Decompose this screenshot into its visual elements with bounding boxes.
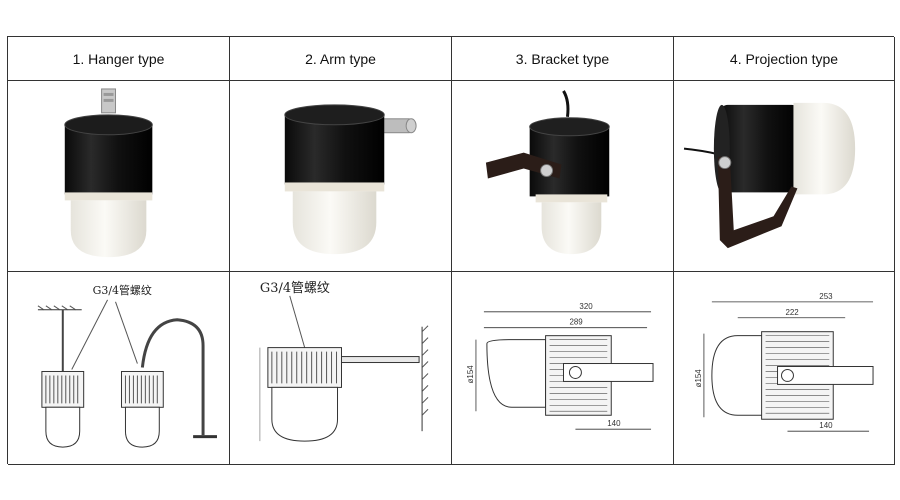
- lighting-types-table: 1. Hanger type 2. Arm type 3. Bracket ty…: [7, 36, 895, 465]
- dimension-total-length: 253: [819, 292, 833, 301]
- header-arm-type: 2. Arm type: [230, 37, 452, 81]
- arm-light-photo: [284, 104, 417, 255]
- dimension-body-length: 222: [785, 308, 799, 317]
- projection-technical-drawing: 253 222 ø154 140: [694, 292, 874, 432]
- thread-label: G3/4管螺纹: [260, 281, 330, 296]
- dimension-body-length: 289: [569, 318, 583, 327]
- bracket-light-photo: [485, 90, 610, 255]
- bracket-technical-drawing: 320 289 ø154 140: [466, 302, 654, 430]
- dimension-diameter: ø154: [466, 365, 475, 384]
- header-projection-type: 4. Projection type: [674, 37, 895, 81]
- dimension-mount-length: 140: [607, 419, 621, 428]
- photo-projection-type: [674, 81, 895, 272]
- arm-technical-drawing: G3/4管螺纹: [259, 281, 429, 442]
- drawing-hanger-type: G3/4管螺纹: [8, 272, 230, 465]
- dimension-diameter: ø154: [694, 369, 703, 388]
- dimension-total-length: 320: [579, 302, 593, 311]
- thread-label: G3/4管螺纹: [93, 283, 152, 297]
- drawing-arm-type: G3/4管螺纹: [230, 272, 452, 465]
- photo-arm-type: [230, 81, 452, 272]
- drawing-projection-type: 253 222 ø154 140: [674, 272, 895, 465]
- dimension-mount-length: 140: [819, 421, 833, 430]
- header-hanger-type: 1. Hanger type: [8, 37, 230, 81]
- drawing-bracket-type: 320 289 ø154 140: [452, 272, 674, 465]
- header-bracket-type: 3. Bracket type: [452, 37, 674, 81]
- projection-light-photo: [683, 102, 856, 249]
- photo-hanger-type: [8, 81, 230, 272]
- hanger-technical-drawing: G3/4管螺纹: [37, 283, 217, 448]
- hanger-light-photo: [64, 88, 153, 258]
- photo-bracket-type: [452, 81, 674, 272]
